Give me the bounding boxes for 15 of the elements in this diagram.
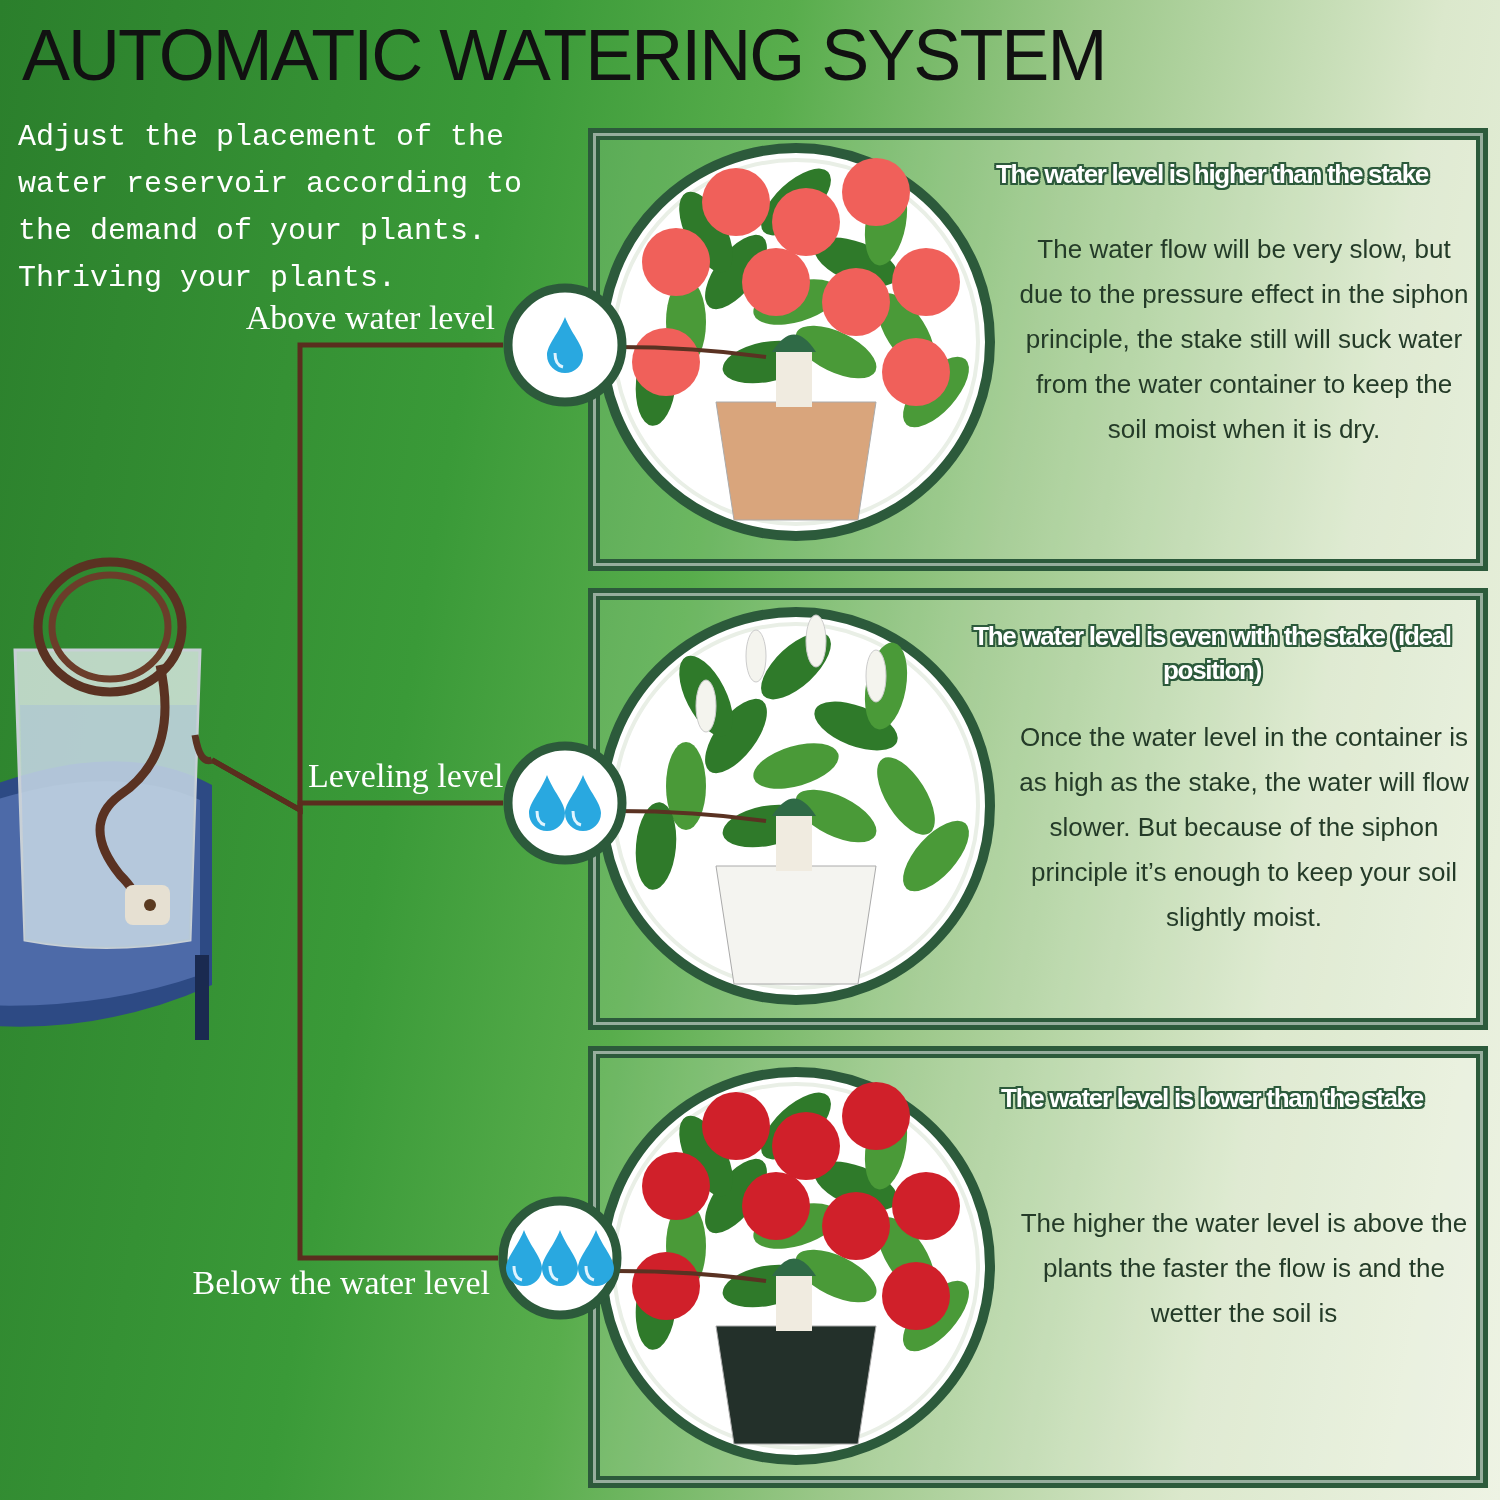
title: AUTOMATIC WATERING SYSTEM: [22, 14, 1106, 96]
panel-text: The water flow will be very slow, but due to the pressure effect in the siphon principle, the stake still will suck water from the water container to keep the soil moist when it is dry.: [1018, 233, 1470, 446]
edge-label: Above water level: [245, 299, 495, 337]
info-panel: [588, 588, 1488, 1030]
panel-text: The higher the water level is above the plants the faster the flow is and the wetter the soil is: [1019, 1207, 1469, 1330]
panel-heading: The water level is lower than the stake: [1000, 1082, 1425, 1115]
panel-heading: The water level is even with the stake (ideal position): [973, 620, 1451, 687]
panel-heading: The water level is higher than the stake: [994, 158, 1430, 191]
info-panel: [588, 128, 1488, 571]
edge-label: Below the water level: [192, 1264, 490, 1302]
panel-text: Once the water level in the container is as high as the stake, the water will flow slower. But because of the siphon principle it’s enough to keep your soil slightly moist.: [1018, 721, 1470, 934]
intro-text: Adjust the placement of the water reservoir according to the demand of your plants. Thriving your plants.: [18, 119, 524, 297]
water-tube-line: [210, 757, 498, 1261]
info-panel: [588, 1046, 1488, 1488]
edge-label: Leveling level: [308, 757, 504, 795]
